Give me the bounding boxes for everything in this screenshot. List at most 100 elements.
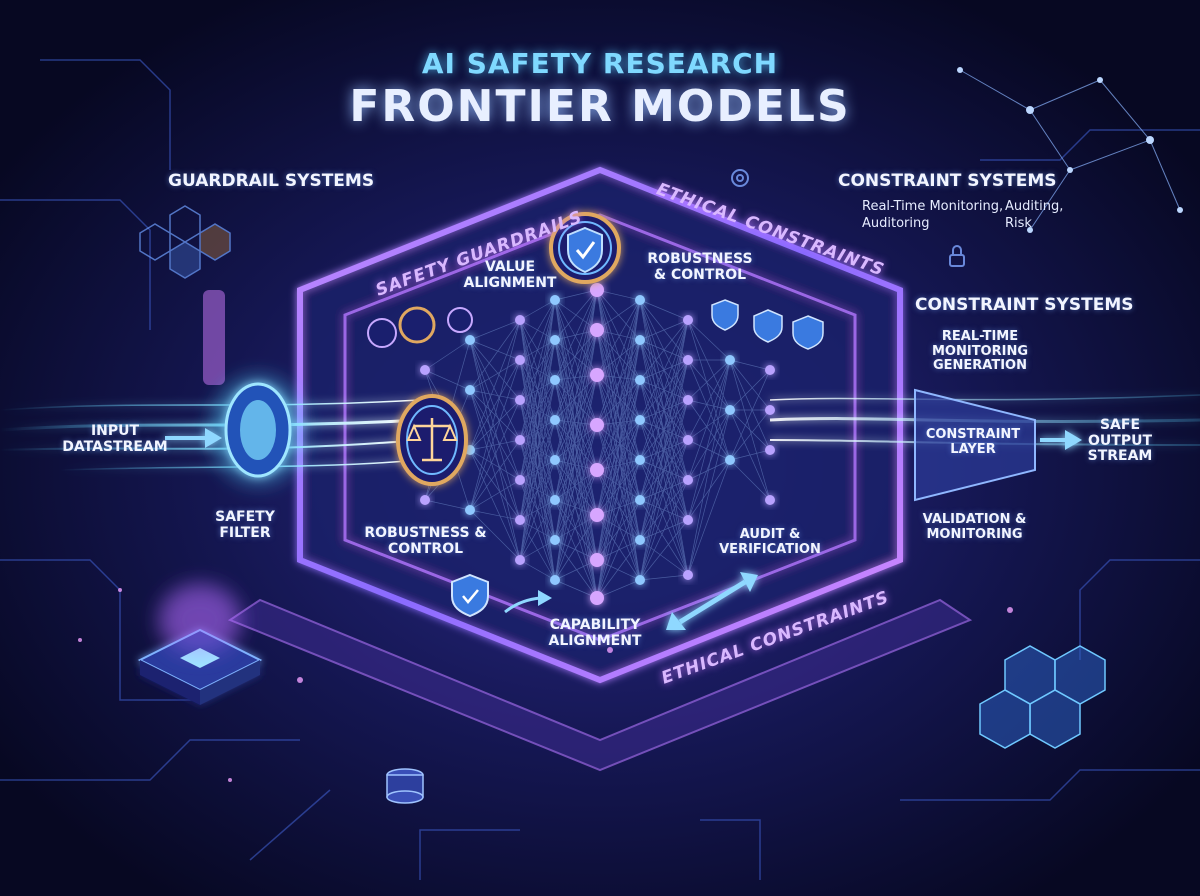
network-edge — [639, 419, 689, 521]
shield-check-icon — [549, 212, 621, 284]
network-edge — [519, 379, 556, 521]
network-edge — [554, 424, 598, 501]
network-edge — [469, 439, 521, 511]
network-edge — [554, 379, 598, 516]
network-edge — [596, 459, 641, 471]
network-edge — [596, 374, 641, 461]
network-edge — [596, 299, 641, 471]
network-edge — [639, 339, 689, 441]
network-edge — [596, 329, 641, 421]
network-edge — [554, 459, 598, 561]
network-node — [683, 355, 693, 365]
network-edge — [596, 374, 641, 421]
network-edge — [639, 359, 689, 501]
network-edge — [596, 379, 641, 426]
network-edge — [687, 459, 731, 481]
network-edge — [596, 514, 641, 581]
hex-cluster-left — [139, 205, 231, 279]
network-edge — [554, 579, 598, 599]
network-node — [550, 455, 560, 465]
network-edge — [519, 339, 556, 361]
label-guardrail-systems: GUARDRAIL SYSTEMS — [168, 171, 375, 191]
network-edge — [687, 459, 731, 521]
network-edge — [469, 339, 521, 401]
chip-icon — [137, 585, 263, 705]
network-edge — [687, 359, 731, 576]
network-edge — [596, 289, 641, 421]
network-edge — [596, 539, 641, 599]
network-edge — [469, 389, 521, 561]
network-edge — [519, 379, 556, 401]
network-edge — [596, 299, 641, 426]
network-edge — [596, 419, 641, 426]
network-edge — [469, 339, 521, 441]
network-edge — [596, 299, 641, 599]
network-edge — [554, 374, 598, 461]
network-edge — [519, 319, 556, 461]
network-edge — [554, 514, 598, 581]
network-edge — [519, 339, 556, 401]
network-edge — [687, 399, 731, 461]
network-edge — [639, 399, 689, 581]
network-edge — [554, 379, 598, 426]
network-edge — [519, 299, 556, 561]
network-edge — [596, 329, 641, 381]
network-edge — [596, 299, 641, 516]
network-node — [515, 515, 525, 525]
network-edge — [469, 399, 521, 451]
network-edge — [469, 339, 521, 481]
network-node — [590, 508, 604, 522]
network-edge — [639, 359, 689, 541]
network-edge — [596, 499, 641, 516]
network-edge — [469, 389, 521, 521]
network-edge — [469, 389, 521, 401]
network-edge — [729, 409, 771, 501]
network-edge — [469, 339, 521, 521]
network-edge — [424, 339, 471, 371]
network-edge — [687, 359, 731, 411]
network-node — [683, 315, 693, 325]
network-edge — [554, 339, 598, 426]
network-edge — [639, 299, 689, 361]
network-edge — [519, 539, 556, 561]
network-edge — [639, 339, 689, 576]
diagram-subtitle: AI SAFETY RESEARCH — [421, 47, 779, 80]
network-edge — [639, 379, 689, 576]
network-edge — [596, 379, 641, 599]
network-edge — [519, 299, 556, 521]
network-edge — [554, 289, 598, 461]
network-edge — [596, 289, 641, 581]
network-edge — [639, 319, 689, 581]
constraint-top-detail-2: Auditing, — [1005, 199, 1064, 214]
network-edge — [469, 319, 521, 341]
network-edge — [687, 459, 731, 576]
network-node — [515, 395, 525, 405]
network-edge — [639, 299, 689, 576]
network-edge — [596, 419, 641, 561]
label-constraint-layer: CONSTRAINT LAYER — [925, 427, 1021, 457]
network-edge — [554, 329, 598, 541]
network-node — [635, 335, 645, 345]
network-node — [550, 335, 560, 345]
label-input-datastream: INPUT DATASTREAM — [62, 423, 168, 455]
network-edge — [554, 379, 598, 599]
network-edge — [687, 409, 731, 481]
network-edge — [639, 459, 689, 481]
network-edge — [639, 359, 689, 461]
scales-icon — [396, 394, 468, 486]
network-edge — [687, 319, 731, 361]
network-edge — [639, 359, 689, 581]
network-edge — [639, 459, 689, 576]
network-edge — [596, 289, 641, 501]
network-edge — [519, 399, 556, 541]
network-edge — [554, 419, 598, 516]
network-edge — [687, 409, 731, 576]
network-edge — [554, 419, 598, 426]
network-edge — [596, 329, 641, 581]
network-node — [420, 495, 430, 505]
network-edge — [469, 319, 521, 451]
network-node — [550, 375, 560, 385]
network-edge — [687, 409, 731, 441]
